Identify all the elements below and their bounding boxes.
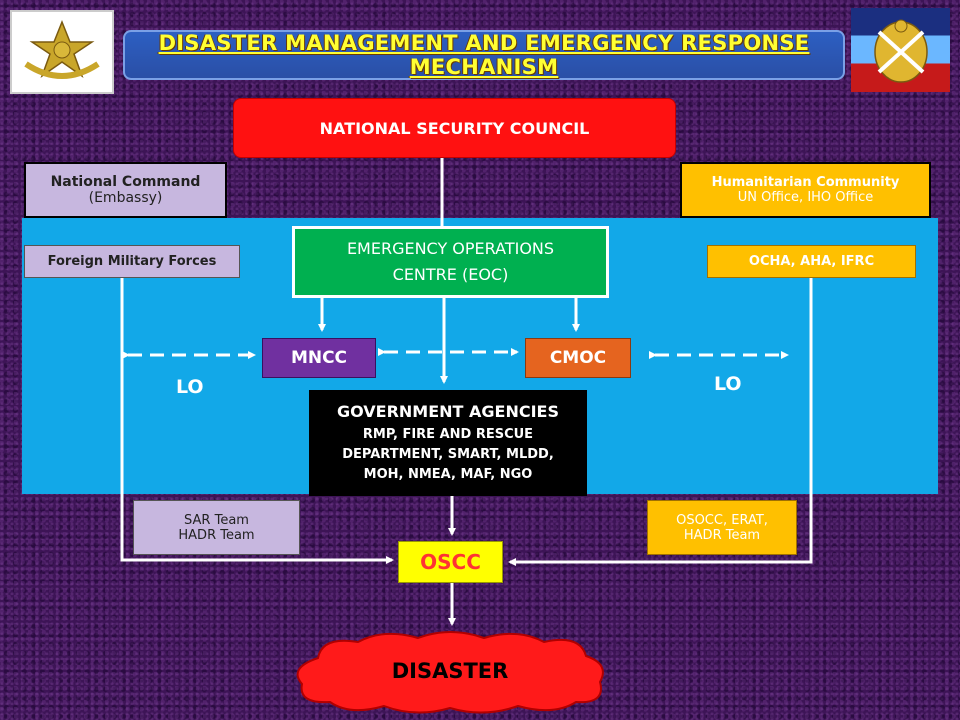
eoc-box: EMERGENCY OPERATIONS CENTRE (EOC) [292, 226, 609, 298]
humanitarian-community-subtitle: UN Office, IHO Office [737, 190, 874, 205]
title-banner: DISASTER MANAGEMENT AND EMERGENCY RESPON… [123, 30, 845, 80]
page-title: DISASTER MANAGEMENT AND EMERGENCY RESPON… [158, 31, 810, 79]
government-agencies-title: GOVERNMENT AGENCIES [336, 401, 560, 421]
national-command-title: National Command [50, 174, 201, 190]
mncc-box: MNCC [262, 338, 376, 378]
humanitarian-community-title: Humanitarian Community [711, 175, 900, 190]
foreign-military-forces-box: Foreign Military Forces [24, 245, 240, 278]
sar-team-line-2: HADR Team [178, 527, 255, 543]
armed-forces-flag-logo [851, 8, 950, 92]
armed-forces-crest-logo [10, 10, 114, 94]
humanitarian-community-box: Humanitarian Community UN Office, IHO Of… [680, 162, 931, 218]
crest-icon [24, 19, 100, 79]
lo-right-label: LO [714, 373, 742, 395]
cmoc-box: CMOC [525, 338, 631, 378]
lo-left-label: LO [176, 376, 204, 398]
government-agencies-list: RMP, FIRE AND RESCUE DEPARTMENT, SMART, … [342, 425, 554, 485]
disaster-label: DISASTER [391, 659, 509, 683]
gov-line-3: MOH, NMEA, MAF, NGO [363, 466, 533, 482]
osocc-team-line-2: HADR Team [683, 527, 761, 543]
oscc-box: OSCC [398, 541, 503, 583]
gov-line-1: RMP, FIRE AND RESCUE [362, 426, 534, 442]
eoc-line-2: CENTRE (EOC) [392, 265, 509, 284]
disaster-cloud-shape [296, 631, 604, 714]
national-security-council-box: NATIONAL SECURITY COUNCIL [233, 98, 676, 158]
sar-team-box: SAR Team HADR Team [133, 500, 300, 555]
flag-crest-icon [873, 19, 928, 83]
gov-line-2: DEPARTMENT, SMART, MLDD, [342, 446, 554, 462]
ocha-aha-ifrc-box: OCHA, AHA, IFRC [707, 245, 916, 278]
national-command-box: National Command (Embassy) [24, 162, 227, 218]
eoc-line-1: EMERGENCY OPERATIONS [346, 239, 555, 258]
osocc-team-box: OSOCC, ERAT, HADR Team [647, 500, 797, 555]
government-agencies-box: GOVERNMENT AGENCIES RMP, FIRE AND RESCUE… [309, 390, 587, 496]
osocc-team-line-1: OSOCC, ERAT, [676, 512, 768, 528]
sar-team-line-1: SAR Team [184, 512, 249, 528]
national-command-subtitle: (Embassy) [88, 190, 163, 206]
